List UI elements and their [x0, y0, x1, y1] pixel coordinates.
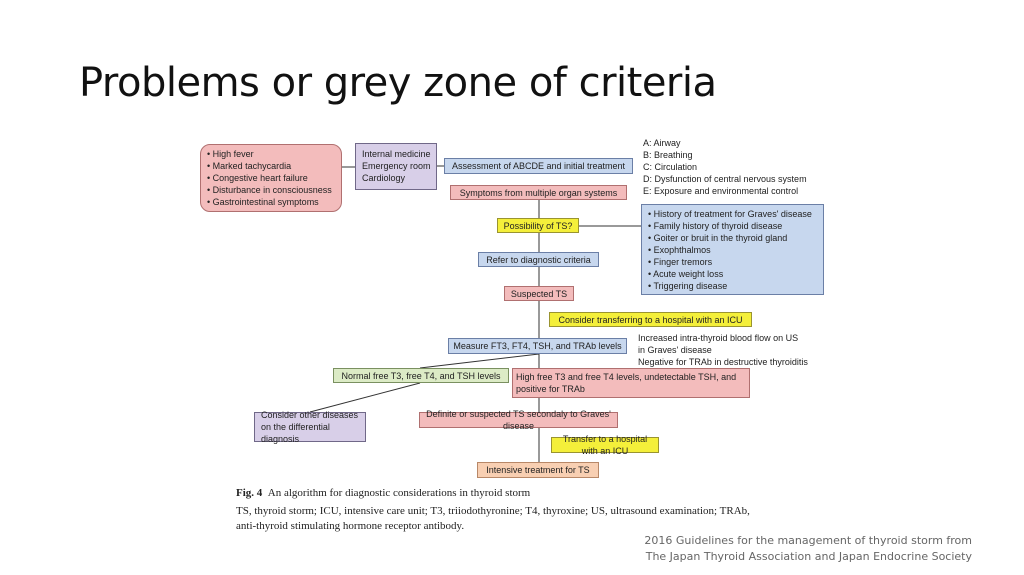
refer-box: Refer to diagnostic criteria — [478, 252, 599, 267]
history-box: • History of treatment for Graves' disea… — [641, 204, 824, 295]
us-note: Increased intra-thyroid blood flow on US… — [638, 332, 808, 368]
symptom: • Disturbance in consciousness — [207, 185, 332, 195]
history-item: • Family history of thyroid disease — [648, 220, 783, 231]
slide-title: Problems or grey zone of criteria — [79, 60, 717, 106]
abcde-list: A: Airway B: Breathing C: Circulation D:… — [643, 137, 807, 197]
note-line: Increased intra-thyroid blood flow on US — [638, 333, 799, 343]
citation-line: The Japan Thyroid Association and Japan … — [645, 550, 972, 563]
department: Emergency room — [362, 161, 431, 171]
history-item: • Goiter or bruit in the thyroid gland — [648, 232, 788, 243]
box-line: Consider other diseases — [261, 410, 359, 420]
possibility-box: Possibility of TS? — [497, 218, 579, 233]
figure-label: Fig. 4 — [236, 487, 263, 499]
symptom: • High fever — [207, 149, 254, 159]
department: Internal medicine — [362, 149, 431, 159]
history-item: • Exophthalmos — [648, 244, 711, 255]
department: Cardiology — [362, 173, 406, 183]
intensive-treatment-box: Intensive treatment for TS — [477, 462, 599, 478]
symptom: • Congestive heart failure — [207, 173, 308, 183]
figure-caption: Fig. 4 An algorithm for diagnostic consi… — [236, 487, 530, 499]
high-levels-box: High free T3 and free T4 levels, undetec… — [512, 368, 750, 398]
definite-box: Definite or suspected TS secondaly to Gr… — [419, 409, 618, 431]
departments-box: Internal medicine Emergency room Cardiol… — [355, 143, 437, 190]
abbreviations: anti-thyroid stimulating hormone recepto… — [236, 520, 465, 532]
note-line: in Graves' disease — [638, 345, 712, 355]
history-item: • History of treatment for Graves' disea… — [648, 208, 812, 219]
citation-line: 2016 Guidelines for the management of th… — [644, 534, 972, 547]
symptom: • Gastrointestinal symptoms — [207, 197, 319, 207]
measure-box: Measure FT3, FT4, TSH, and TRAb levels — [448, 338, 627, 354]
symptom: • Marked tachycardia — [207, 161, 292, 171]
source-citation: 2016 Guidelines for the management of th… — [644, 533, 972, 565]
transfer-box: Transfer to a hospital with an ICU — [551, 434, 659, 456]
multi-organ-box: Symptoms from multiple organ systems — [450, 185, 627, 200]
abcde-item: B: Breathing — [643, 150, 693, 160]
note-line: Negative for TRAb in destructive thyroid… — [638, 357, 808, 367]
other-diseases-box: Consider other diseases on the different… — [254, 410, 366, 444]
suspected-box: Suspected TS — [504, 286, 574, 301]
figure-title: An algorithm for diagnostic consideratio… — [267, 487, 531, 499]
assessment-box: Assessment of ABCDE and initial treatmen… — [444, 158, 633, 174]
history-item: • Acute weight loss — [648, 268, 724, 279]
abcde-item: A: Airway — [643, 138, 681, 148]
history-item: • Finger tremors — [648, 256, 713, 267]
history-item: • Triggering disease — [648, 280, 728, 291]
abcde-item: C: Circulation — [643, 162, 698, 172]
abcde-item: D: Dysfunction of central nervous system — [643, 174, 807, 184]
abbreviations: TS, thyroid storm; ICU, intensive care u… — [236, 505, 750, 517]
presenting-symptoms-box: • High fever • Marked tachycardia • Cong… — [200, 144, 342, 212]
normal-levels-box: Normal free T3, free T4, and TSH levels — [333, 368, 509, 383]
box-line: on the differential diagnosis — [261, 422, 330, 444]
abcde-item: E: Exposure and environmental control — [643, 186, 799, 196]
consider-transfer-box: Consider transferring to a hospital with… — [549, 312, 752, 327]
